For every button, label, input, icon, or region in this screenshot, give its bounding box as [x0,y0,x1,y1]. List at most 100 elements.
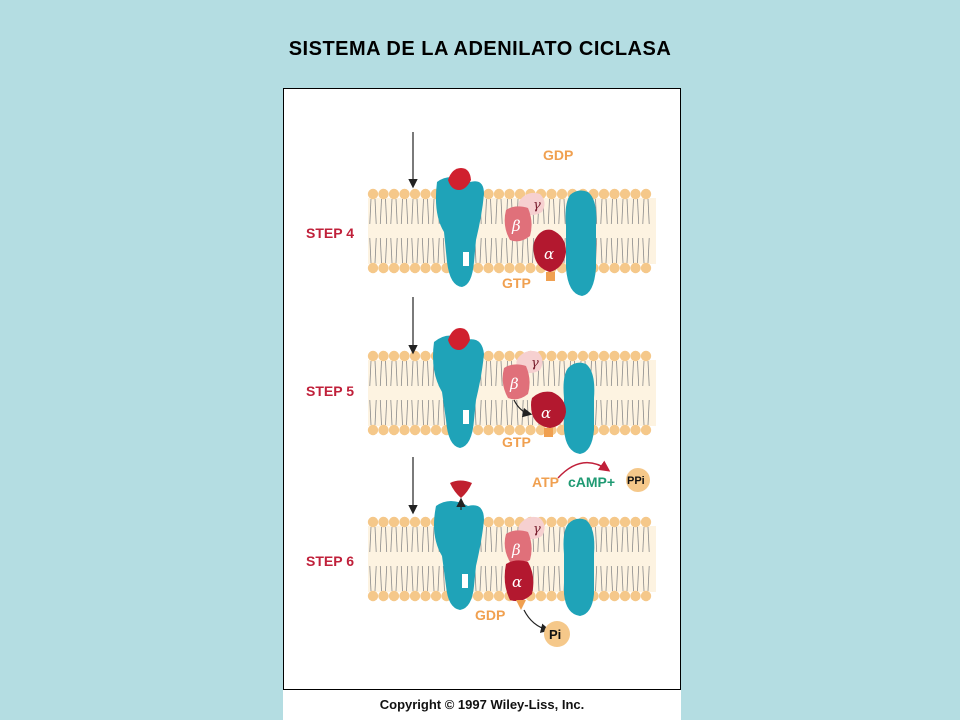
lipid-tail [600,198,603,225]
lipid-tail [484,399,487,426]
lipid-tail [500,198,503,225]
ppi-label: PPi [627,475,645,487]
lipid-tail [495,360,498,387]
lipid-head [609,188,620,200]
lipid-head [546,188,557,200]
lipid-head [514,262,526,274]
lipid-head [367,516,379,528]
lipid-tail [416,399,419,426]
lipid-head [399,590,410,602]
lipid-tail [610,237,613,264]
receptor-step5 [433,335,484,448]
lipid-tail [406,565,409,592]
lipid-head [598,262,610,274]
lipid-head [630,590,641,602]
lipid-head [399,188,410,200]
lipid-tail [595,526,598,553]
lipid-tail [553,526,556,553]
lipid-tail [411,198,414,225]
lipid-head [546,516,557,528]
g-alpha-subunit-step6 [504,560,534,602]
beta-label-step4: β [511,217,521,235]
lipid-tail [505,399,508,426]
lipid-tail [637,526,640,553]
lipid-head [619,424,631,436]
hormone-ligand-step5 [448,328,470,350]
lipid-tail [437,237,440,264]
lipid-tail [479,399,482,426]
lipid-tail [610,360,613,387]
lipid-tail [647,360,650,387]
lipid-tail [390,565,393,592]
lipid-head [630,262,641,274]
adenylate-cyclase-step6 [563,518,595,616]
lipid-head [399,350,410,362]
lipid-tail [369,360,372,387]
lipid-tail [495,399,498,426]
lipid-tail [558,198,561,225]
lipid-tail [406,526,409,553]
lipid-tail [374,360,377,387]
lipid-head [504,262,515,274]
lipid-head [483,516,494,528]
lipid-head [378,350,389,362]
lipid-head [367,350,379,362]
g-alpha-subunit-step4 [533,229,566,272]
lipid-head [630,350,641,362]
lipid-tail [421,399,424,426]
lipid-tail [647,198,650,225]
beta-label-step6: β [511,541,521,559]
lipid-tail [642,198,645,225]
lipid-tail [631,399,634,426]
lipid-tail [521,237,524,264]
lipid-tail [647,399,650,426]
lipid-tail [390,360,393,387]
lipid-head [378,516,389,528]
lipid-head [640,590,652,602]
lipid-tail [379,526,382,553]
lipid-tail [537,565,540,592]
lipid-tail [637,198,640,225]
lipid-head [388,262,400,274]
lipid-head [420,516,431,528]
lipid-tail [385,237,388,264]
gdp-molecule-step6 [516,600,526,610]
lipid-tail [400,565,403,592]
lipid-tail [490,399,493,426]
lipid-head [409,516,421,528]
lipid-tail [647,565,650,592]
lipid-tail [411,399,414,426]
lipid-tail [421,237,424,264]
lipid-tail [610,565,613,592]
lipid-head [640,424,652,436]
lipid-tail [395,198,398,225]
lipid-head [640,516,652,528]
lipid-tail [511,237,514,264]
lipid-head [493,424,505,436]
lipid-head [367,188,379,200]
pi-bubble [544,621,570,647]
lipid-tail [516,237,519,264]
lipid-tail [495,198,498,225]
lipid-tail [484,565,487,592]
lipid-tail [637,237,640,264]
lipid-tail [406,198,409,225]
lipid-tail [563,198,566,225]
lipid-tail [631,237,634,264]
lipid-tail [416,237,419,264]
lipid-tail [484,360,487,387]
lipid-tail [432,237,435,264]
lipid-tail [442,237,445,264]
lipid-tail [432,565,435,592]
lipid-tail [411,526,414,553]
lipid-head [378,424,389,436]
lipid-tail [553,565,556,592]
lipid-tail [416,526,419,553]
lipid-tail [406,360,409,387]
lipid-head [409,350,421,362]
gtp-molecule-step5 [544,428,553,437]
lipid-tail [626,198,629,225]
lipid-head [630,516,641,528]
alpha-label-step5: α [541,404,551,422]
atp-label: ATP [532,474,559,490]
